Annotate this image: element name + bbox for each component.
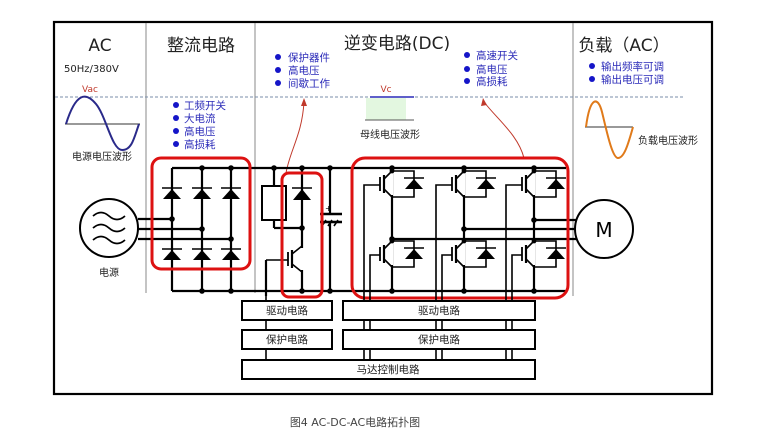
inverter-right-bullet-2: 高损耗 xyxy=(476,75,508,88)
gate-drive-wire xyxy=(369,254,380,296)
load-wave-caption: 负载电压波形 xyxy=(638,134,698,147)
rectifier-section: 整流电路 工频开关 大电流 高电压 高损耗 xyxy=(167,36,235,151)
source-wave-caption: 电源电压波形 xyxy=(72,150,132,163)
motor-control-circuit xyxy=(241,359,536,380)
bus-voltage-fill xyxy=(366,98,406,120)
motor-control-circuit-label: 马达控制电路 xyxy=(357,363,420,376)
rectifier-bullet-2: 高电压 xyxy=(184,125,216,138)
junction-dot xyxy=(531,288,537,294)
protection-arrow-head xyxy=(301,98,307,106)
diode-icon xyxy=(162,248,182,260)
diode-icon xyxy=(547,179,565,189)
rectifier-bullet-3: 高损耗 xyxy=(184,138,216,151)
load-voltage-wave xyxy=(585,100,634,160)
igbt-emitter xyxy=(525,258,535,268)
gate-drive-wire xyxy=(435,184,452,296)
drive-circuit-right-label: 驱动电路 xyxy=(418,304,460,317)
diagram-frame xyxy=(52,20,714,396)
rectifier-diodes xyxy=(162,187,241,260)
inverter-left-bullet-1: 高电压 xyxy=(288,64,320,77)
inverter-arrow xyxy=(483,101,525,159)
diode-icon xyxy=(292,187,312,200)
drive-circuit-right xyxy=(342,300,536,321)
diode-icon xyxy=(477,249,495,259)
protection-highlight xyxy=(280,171,324,299)
drive-circuit-left xyxy=(241,300,333,321)
junction-dot xyxy=(531,168,537,174)
diode-icon xyxy=(405,179,423,189)
rectifier-highlight xyxy=(150,156,252,271)
protection-circuit-right-label: 保护电路 xyxy=(418,333,460,346)
rectifier-title: 整流电路 xyxy=(167,36,235,56)
source-voltage-wave xyxy=(65,95,140,152)
bus-wave-caption: 母线电压波形 xyxy=(360,128,420,141)
diode-icon xyxy=(162,187,182,199)
motor-connections xyxy=(389,217,576,242)
protection-circuit-right xyxy=(342,329,536,350)
drive-circuit-left-label: 驱动电路 xyxy=(266,304,308,317)
load-section: 负载（AC） 输出频率可调 输出电压可调 负载电压波形 M xyxy=(574,36,698,259)
protection-circuit-left-label: 保护电路 xyxy=(266,333,308,346)
gate-drive-wire xyxy=(363,184,380,296)
ac-section: AC 50Hz/380V Vac 电源电压波形 电源 xyxy=(64,36,140,279)
inverter-highlight xyxy=(350,156,570,300)
load-bullet-1: 输出电压可调 xyxy=(601,73,664,86)
igbt-emitter xyxy=(455,258,465,268)
inverter-bullets: 高速开关 高电压 高损耗 xyxy=(464,49,518,88)
brake-chopper: + xyxy=(261,165,342,296)
igbt-emitter xyxy=(383,258,393,268)
protection-arrow xyxy=(285,101,305,174)
source-label: 电源 xyxy=(99,266,119,279)
load-title: 负载（AC） xyxy=(578,36,669,56)
igbt-emitter xyxy=(525,188,535,198)
diode-icon xyxy=(477,179,495,189)
junction-dot xyxy=(389,168,395,174)
inverter-right-bullet-0: 高速开关 xyxy=(476,49,518,62)
inverter-arrow-head xyxy=(481,98,487,106)
vac-label: Vac xyxy=(82,85,98,95)
ac-title: AC xyxy=(88,36,111,56)
vc-label: Vc xyxy=(380,85,391,95)
inverter-title: 逆变电路(DC) xyxy=(344,34,450,54)
diode-icon xyxy=(547,249,565,259)
sine-icon xyxy=(92,211,126,245)
gate-drive-wire xyxy=(505,184,522,296)
junction-dot xyxy=(389,288,395,294)
diode-icon xyxy=(405,249,423,259)
inverter-right-bullet-1: 高电压 xyxy=(476,63,508,76)
rectifier-bullet-0: 工频开关 xyxy=(184,99,226,112)
rectifier-bullets: 工频开关 大电流 高电压 高损耗 xyxy=(173,99,226,151)
inverter-left-bullet-2: 间歇工作 xyxy=(288,77,330,90)
igbt-emitter xyxy=(455,188,465,198)
gate-drive-wire xyxy=(441,254,452,296)
diode-icon xyxy=(221,187,241,199)
svg-text:+: + xyxy=(325,204,332,213)
gate-drive-wire xyxy=(511,254,522,296)
protection-circuit-left xyxy=(241,329,333,350)
diode-icon xyxy=(192,187,212,199)
inverter-section: 逆变电路(DC) 保护器件 高电压 间歇工作 高速开关 高电压 高损耗 Vc 母… xyxy=(275,34,525,174)
control-blocks: 驱动电路 驱动电路 保护电路 保护电路 马达控制电路 xyxy=(241,300,536,380)
motor-label: M xyxy=(595,218,612,242)
protection-bullets: 保护器件 高电压 间歇工作 xyxy=(275,51,330,90)
ac-spec: 50Hz/380V xyxy=(64,64,119,75)
rectifier-bullet-1: 大电流 xyxy=(184,112,216,125)
figure-caption: 图4 AC-DC-AC电路拓扑图 xyxy=(290,415,420,429)
diode-icon xyxy=(221,248,241,260)
junction-dot xyxy=(461,168,467,174)
igbt-icon xyxy=(264,245,304,296)
diode-icon xyxy=(192,248,212,260)
capacitor-icon: + xyxy=(320,204,342,227)
load-bullet-0: 输出频率可调 xyxy=(601,60,664,73)
inverter-left-bullet-0: 保护器件 xyxy=(288,51,330,64)
igbt-emitter xyxy=(383,188,393,198)
junction-dot xyxy=(461,288,467,294)
